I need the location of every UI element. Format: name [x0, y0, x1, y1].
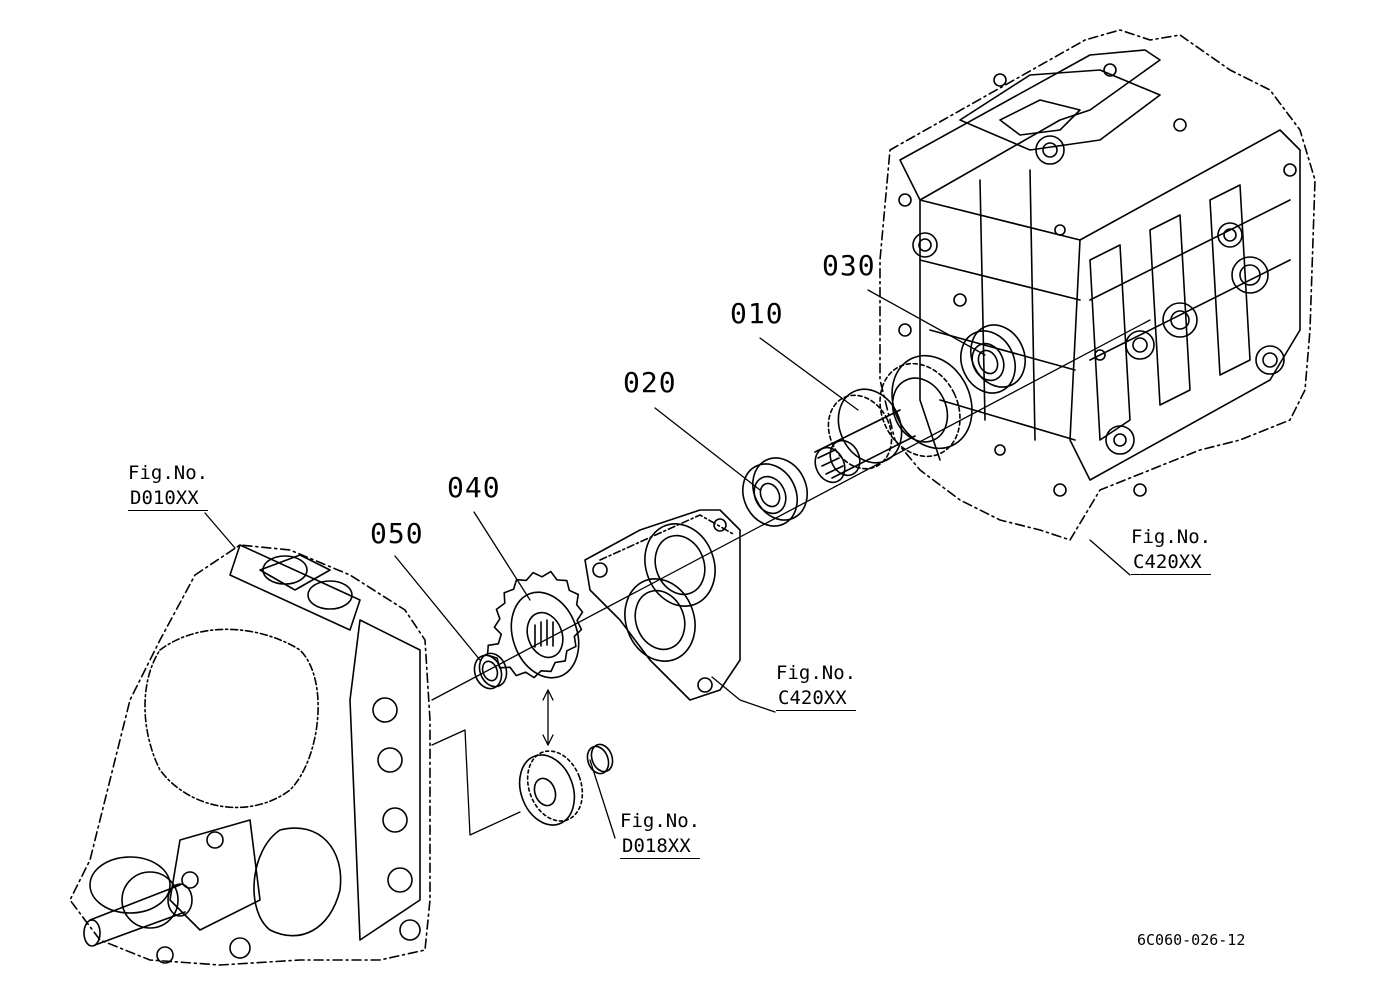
ref-code: D018XX — [620, 837, 701, 859]
ref-fig-label: Fig.No. — [776, 662, 857, 684]
leader-lines — [205, 290, 1150, 838]
callout-020: 020 — [623, 366, 677, 399]
ref-bearing-cover: Fig.No. C420XX — [776, 662, 857, 711]
part-020-bearing — [733, 449, 817, 535]
callout-030: 030 — [822, 249, 876, 282]
ref-code: C420XX — [776, 689, 857, 711]
callout-010: 010 — [730, 297, 784, 330]
idler-gear-drawing — [510, 741, 616, 832]
ref-code: C420XX — [1131, 553, 1212, 575]
ref-idler-gear: Fig.No. D018XX — [620, 810, 701, 859]
ref-fig-label: Fig.No. — [1131, 526, 1212, 548]
ref-fig-label: Fig.No. — [620, 810, 701, 832]
ref-left-housing: Fig.No. D010XX — [128, 462, 209, 511]
left-housing-drawing — [70, 545, 430, 965]
callout-050: 050 — [370, 517, 424, 550]
bearing-cover-drawing — [585, 510, 740, 700]
callout-040: 040 — [447, 471, 501, 504]
part-030-bearing — [951, 316, 1035, 402]
ref-fig-label: Fig.No. — [128, 462, 209, 484]
part-010-gear-shaft — [810, 342, 987, 487]
ref-main-case: Fig.No. C420XX — [1131, 526, 1212, 575]
drawing-id: 6C060-026-12 — [1137, 931, 1246, 949]
ref-code: D010XX — [128, 489, 209, 511]
main-case-drawing — [880, 30, 1315, 540]
